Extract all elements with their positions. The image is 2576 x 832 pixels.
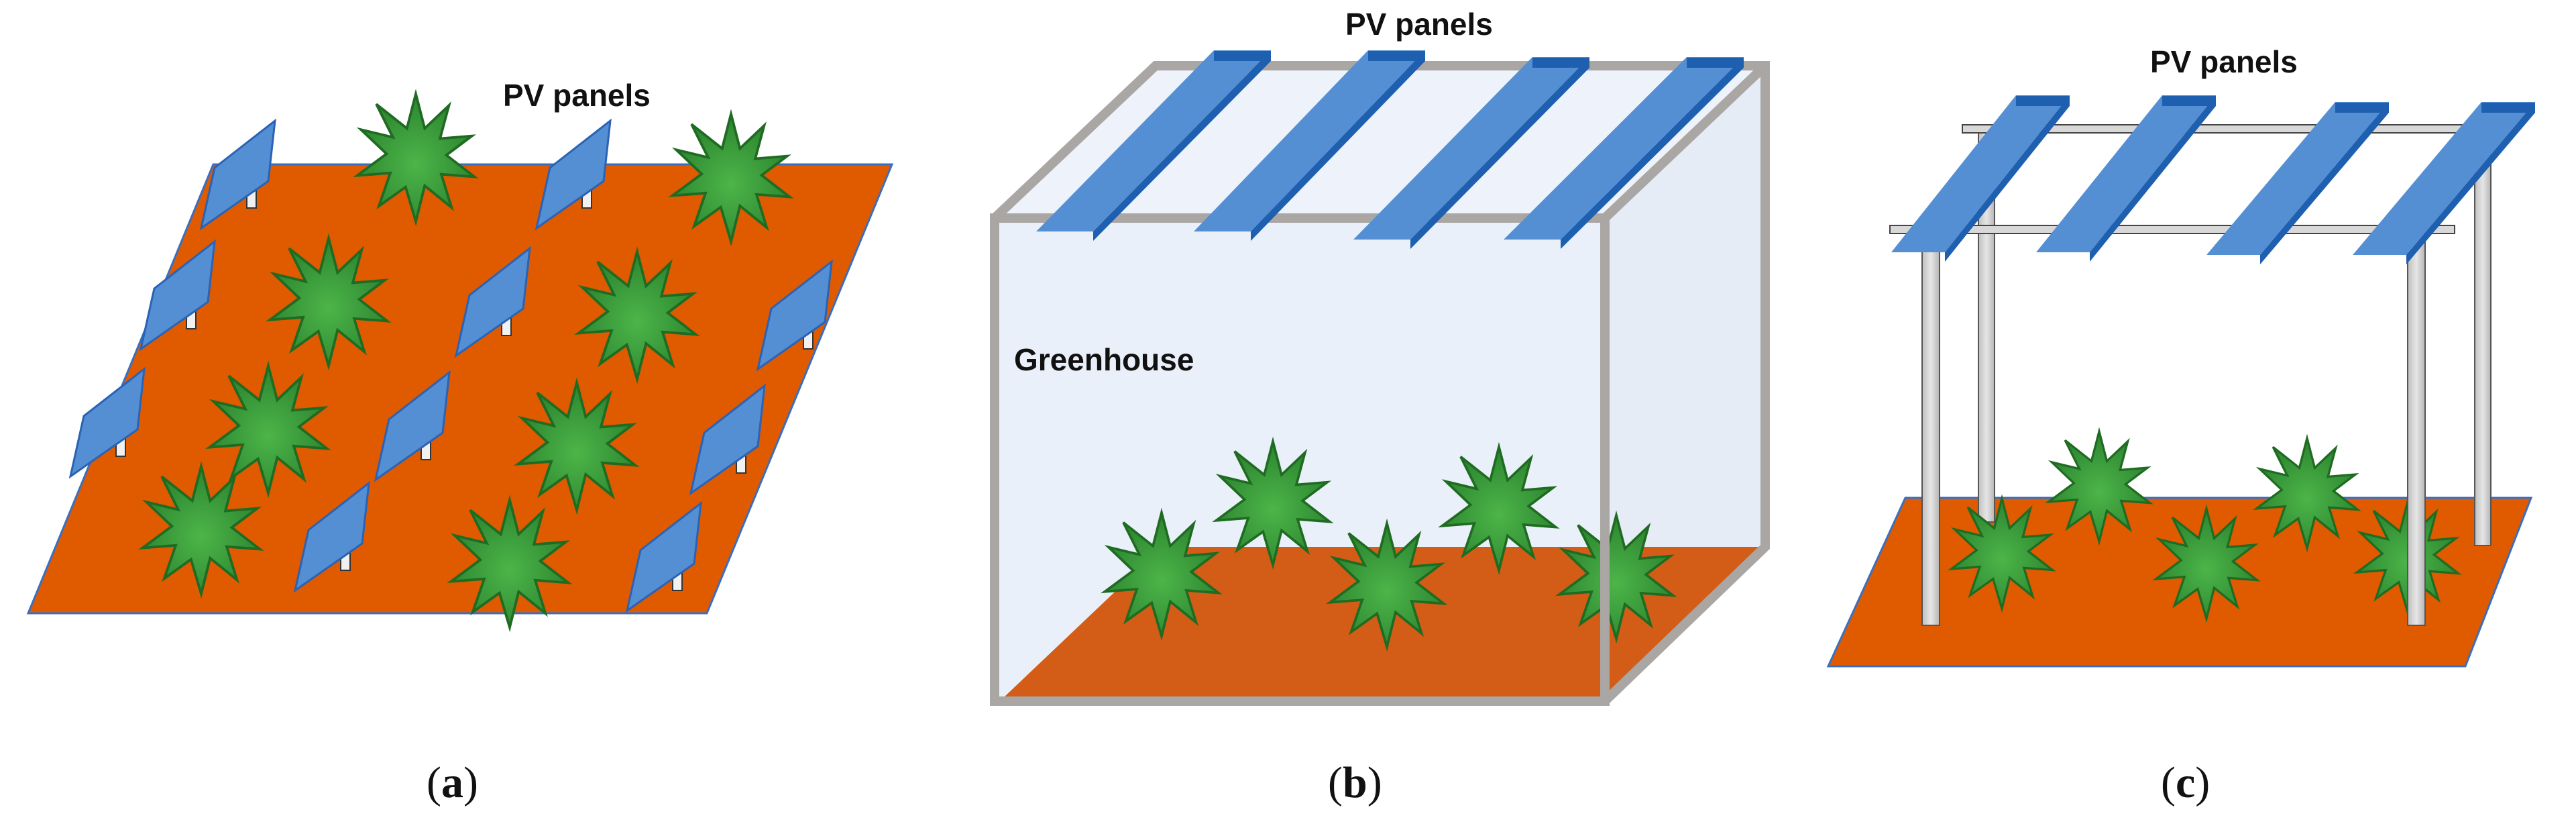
pv-panel [1891, 95, 2070, 252]
pv-panel [756, 259, 833, 372]
pole-front-right [2407, 227, 2426, 626]
pv-panels-label-c: PV panels [2150, 44, 2298, 79]
pv-panel [689, 383, 766, 496]
pv-roof-panels-b [1036, 50, 1744, 249]
pv-panel-edge [1214, 51, 1271, 61]
pv-panel [454, 246, 531, 358]
pv-panel [625, 501, 702, 613]
pv-elevated-panels-c [1891, 95, 2535, 264]
pv-panel [2036, 95, 2216, 252]
pv-panel [535, 118, 612, 231]
panel-a: PV panels (a) [26, 78, 894, 807]
pv-panels-label-b: PV panels [1345, 7, 1493, 42]
greenhouse-label: Greenhouse [1014, 342, 1194, 377]
pv-panel [68, 366, 146, 479]
caption-a: (a) [427, 758, 478, 807]
caption-c: (c) [2161, 758, 2210, 807]
pv-panel [139, 239, 216, 352]
pv-panel-edge [2481, 103, 2535, 113]
pv-panel-edge [1410, 57, 1589, 249]
pv-panel-edge [2335, 103, 2389, 113]
pv-panel [2353, 102, 2535, 255]
pv-panel-edge [1561, 57, 1744, 249]
pv-panel [1504, 57, 1744, 240]
pole-back-right [2474, 132, 2491, 546]
pv-panel [1353, 57, 1589, 240]
pv-panel-edge [2090, 95, 2216, 262]
pv-panels-label-a: PV panels [503, 78, 651, 113]
pv-panel-edge [2162, 96, 2216, 106]
caption-b: (b) [1328, 758, 1382, 807]
pv-panel-edge [1093, 50, 1271, 241]
beam-front [1889, 225, 2455, 234]
pv-panel-edge [2260, 102, 2389, 264]
pv-panel [199, 118, 276, 231]
pv-panel-edge [1687, 58, 1744, 68]
pv-panel-edge [2406, 102, 2535, 264]
pole-front-left [1921, 227, 1940, 626]
pv-panel-edge [2016, 96, 2070, 106]
pv-array-a [68, 93, 833, 629]
pv-panel-edge [1251, 50, 1425, 241]
pv-panel-edge [1945, 95, 2070, 262]
pv-panel [374, 370, 451, 482]
panel-b: PV panels Greenhouse (b) [990, 7, 1770, 807]
pv-panel [293, 480, 370, 593]
pv-panel [2206, 102, 2389, 255]
pv-panel-edge [1532, 58, 1589, 68]
pv-panel [1194, 50, 1425, 231]
pv-panel-edge [1368, 51, 1425, 61]
greenhouse-frame [990, 61, 1770, 706]
pv-panel [1036, 50, 1271, 231]
panel-c: PV panels (c) [1826, 44, 2535, 807]
